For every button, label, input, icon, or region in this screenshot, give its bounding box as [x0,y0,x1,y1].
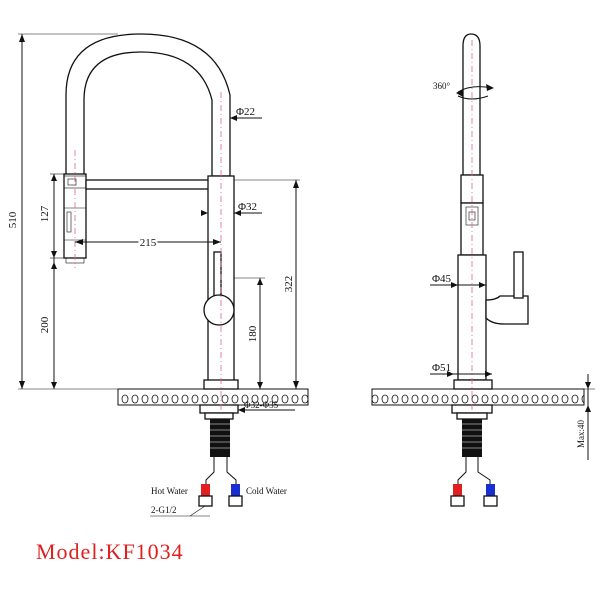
front-view [18,33,309,517]
dim-overall-height: 510 [7,211,19,228]
side-lever [485,295,529,325]
hot-connector [201,484,210,496]
spout-arch [65,33,231,177]
dim-deck-thickness: Max:40 [576,420,586,448]
dim-spout-diameter: Φ22 [236,106,255,118]
dim-spray-head: 127 [39,205,51,222]
dim-base-to-spout: 200 [39,316,51,333]
dim-neck-diameter: Φ32 [238,201,257,213]
dim-rotation: 360° [433,81,451,91]
model-label: Model:KF1034 [36,539,184,564]
side-view [371,33,595,507]
support-arm [85,179,213,190]
threaded-shank [210,419,230,457]
connection-thread-label: 2-G1/2 [151,505,177,515]
dim-body-height: 322 [283,276,295,293]
dim-base-diameter: Φ51 [432,362,451,374]
side-spout [462,33,481,176]
mount-nut [199,404,239,414]
cold-connector [231,484,240,496]
dim-reach: 215 [140,237,157,249]
handle-knob [203,294,235,326]
dim-lever-diameter: Φ45 [432,273,452,285]
cold-water-label: Cold Water [246,486,287,496]
deck-right [371,388,585,406]
dim-handle-height: 180 [247,325,259,342]
hot-water-label: Hot Water [151,486,188,496]
deck-left [117,388,309,406]
dim-mount-hole: Φ32-Φ35 [244,400,279,410]
side-threaded-shank [462,419,482,457]
dimension-labels: 510 127 200 215 Φ22 Φ32 322 180 Φ32-Φ35 … [7,81,586,515]
